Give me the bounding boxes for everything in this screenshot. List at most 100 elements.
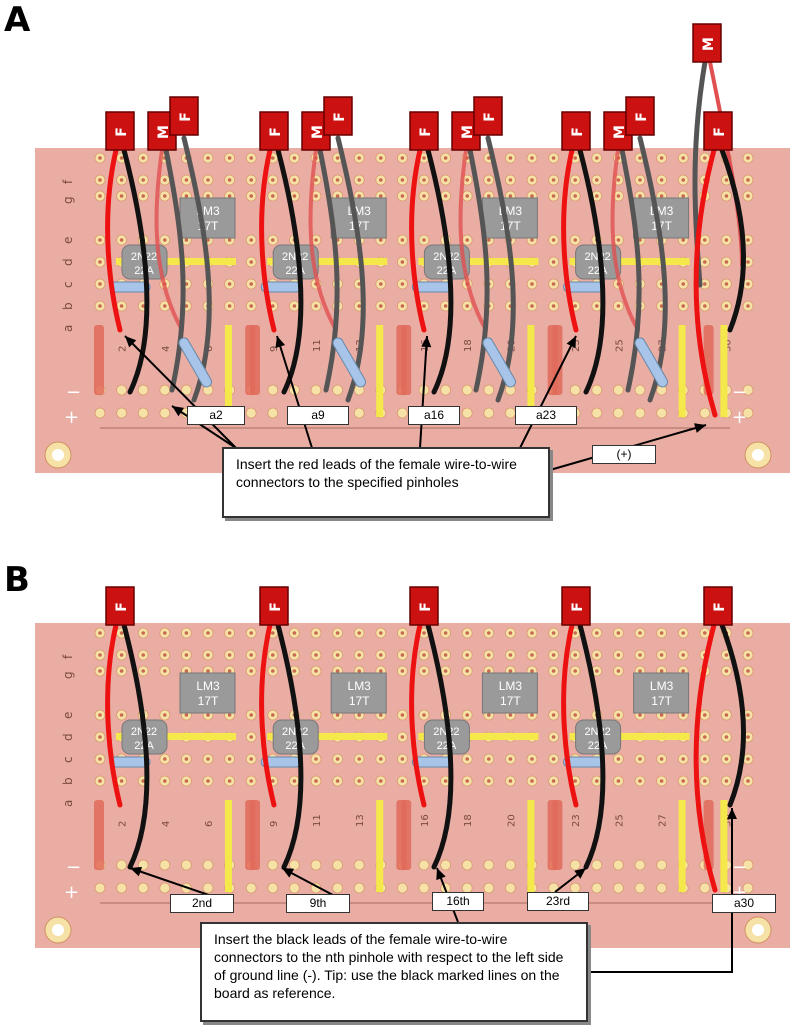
- header-pin: [396, 325, 407, 395]
- chip-label: LM3: [196, 679, 220, 693]
- rail-hole: [591, 882, 603, 894]
- pinhole-center: [443, 156, 448, 160]
- pinhole-center: [681, 194, 685, 198]
- pinhole-center: [638, 779, 642, 783]
- tag-a9: a9: [287, 406, 349, 425]
- pinhole-center: [595, 194, 599, 198]
- pinhole-center: [659, 779, 664, 783]
- yellow-jumper: [267, 733, 388, 740]
- arrow-plus-head: [694, 423, 706, 433]
- pinhole-center: [184, 653, 189, 657]
- pinhole-center: [335, 669, 340, 673]
- leader-a2: [171, 405, 237, 449]
- yellow-jumper-vertical: [527, 325, 535, 417]
- pinhole-center: [530, 282, 534, 286]
- pinhole-center: [98, 238, 102, 242]
- pinhole-center: [184, 669, 189, 673]
- pinhole-center: [249, 735, 253, 739]
- rail-hole: [332, 882, 344, 894]
- pinhole-center: [249, 238, 253, 242]
- pinhole-center: [357, 178, 362, 182]
- pinhole-center: [141, 304, 145, 308]
- pinhole-center: [227, 156, 232, 160]
- rail-hole: [116, 859, 127, 871]
- rail-hole: [440, 859, 452, 871]
- pinhole-center: [249, 713, 253, 717]
- column-number: 16: [420, 814, 431, 827]
- connector-label: M: [612, 125, 628, 139]
- pinhole-center: [551, 735, 556, 739]
- chip-label: 17T: [349, 694, 370, 708]
- pinhole-center: [746, 282, 750, 286]
- rail-hole: [116, 882, 127, 894]
- pinhole-center: [98, 669, 102, 673]
- yellow-jumper-vertical: [225, 800, 232, 892]
- connector-label: F: [570, 602, 586, 612]
- rail-hole: [742, 407, 754, 419]
- pinhole-center: [703, 238, 707, 242]
- pinhole-center: [249, 282, 253, 286]
- arrow-a23-head: [566, 336, 576, 349]
- female-connector-top: F: [323, 96, 353, 136]
- pinhole-center: [573, 156, 577, 160]
- female-connector-right: F: [703, 111, 733, 151]
- pinhole-center: [98, 156, 102, 160]
- pinhole-center: [638, 178, 642, 182]
- rail-hole: [591, 859, 603, 871]
- pinhole-center: [487, 713, 491, 717]
- connector-body: [169, 96, 199, 136]
- pinhole-center: [184, 713, 189, 717]
- arrow-a30-head: [727, 808, 737, 819]
- arrow-a16-head: [421, 336, 432, 348]
- pinhole-center: [638, 156, 642, 160]
- connector-body: [259, 111, 289, 151]
- pinhole-center: [659, 653, 664, 657]
- pinhole-center: [724, 779, 729, 783]
- pinhole-center: [249, 156, 253, 160]
- rail-hole: [461, 384, 473, 396]
- mounting-hole-center: [752, 449, 764, 461]
- pinhole-center: [681, 178, 685, 182]
- female-connector: F: [105, 111, 135, 151]
- pinhole-center: [746, 178, 750, 182]
- pinhole-center: [746, 713, 750, 717]
- pinhole-center: [595, 653, 599, 657]
- pinhole-center: [703, 735, 707, 739]
- pinhole-center: [335, 631, 340, 635]
- male-gray-wire: [467, 147, 490, 393]
- pinhole-center: [551, 631, 556, 635]
- arrow-23rd-head: [574, 868, 586, 879]
- pinhole-center: [530, 178, 534, 182]
- pinhole-center: [400, 735, 405, 739]
- pinhole-center: [724, 178, 729, 182]
- pinhole-center: [249, 669, 253, 673]
- rail-minus-label-right: −: [732, 382, 747, 403]
- pinhole-center: [206, 779, 210, 783]
- rail-hole: [699, 882, 711, 894]
- diagonal-resistor: [178, 337, 212, 388]
- column-number: 11: [312, 814, 323, 827]
- pinhole-center: [573, 653, 577, 657]
- pinhole-center: [703, 757, 707, 761]
- pinhole-center: [357, 669, 362, 673]
- pinhole-center: [98, 653, 102, 657]
- pinhole-center: [659, 194, 664, 198]
- pinhole-center: [551, 669, 556, 673]
- rail-hole: [634, 859, 646, 871]
- yellow-jumper-vertical: [376, 325, 384, 417]
- pinhole-center: [292, 779, 297, 783]
- rail-hole: [742, 384, 754, 396]
- rail-hole: [613, 407, 624, 419]
- rail-hole: [569, 859, 581, 871]
- connector-label: F: [268, 602, 284, 612]
- pinhole-center: [271, 194, 275, 198]
- red-wire: [259, 147, 277, 333]
- column-number: 27: [658, 814, 669, 827]
- connector-body: [323, 96, 353, 136]
- rail-hole: [310, 859, 322, 871]
- connector-label: F: [332, 112, 348, 122]
- connector-body: [473, 96, 503, 136]
- pinhole-center: [616, 238, 621, 242]
- pinhole-center: [163, 713, 167, 717]
- pinhole-center: [184, 194, 189, 198]
